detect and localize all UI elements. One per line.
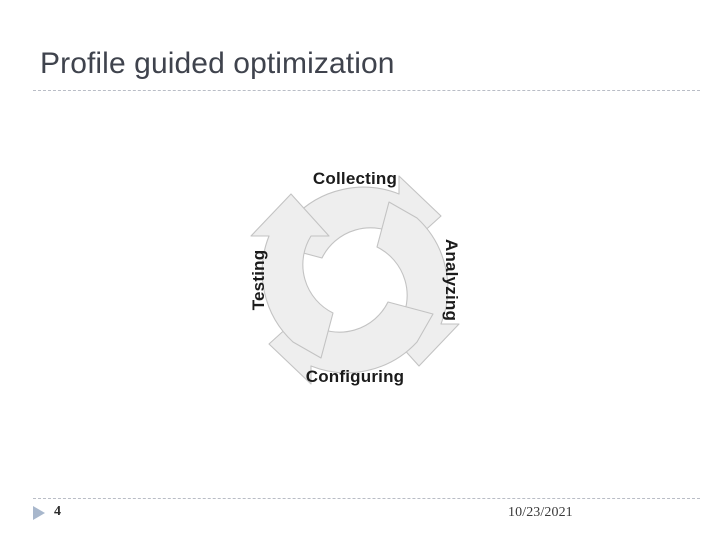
- cycle-step-label-collecting: Collecting: [313, 169, 397, 188]
- cycle-step-label-analyzing: Analyzing: [442, 239, 461, 321]
- cycle-step-label-configuring: Configuring: [306, 367, 405, 386]
- page-number: 4: [54, 504, 61, 519]
- cycle-diagram: Collecting Analyzing Configuring Testing: [205, 130, 505, 430]
- title-divider: [33, 90, 700, 91]
- page-title: Profile guided optimization: [40, 47, 395, 80]
- footer-date: 10/23/2021: [508, 505, 573, 520]
- cycle-step-configuring: Configuring: [268, 301, 434, 386]
- cycle-step-testing: Testing: [249, 193, 334, 359]
- cycle-step-collecting: Collecting: [276, 169, 442, 259]
- footer-divider: [33, 498, 700, 499]
- triangle-right-icon: [33, 506, 45, 520]
- cycle-step-analyzing: Analyzing: [376, 201, 461, 367]
- cycle-step-label-testing: Testing: [249, 250, 268, 311]
